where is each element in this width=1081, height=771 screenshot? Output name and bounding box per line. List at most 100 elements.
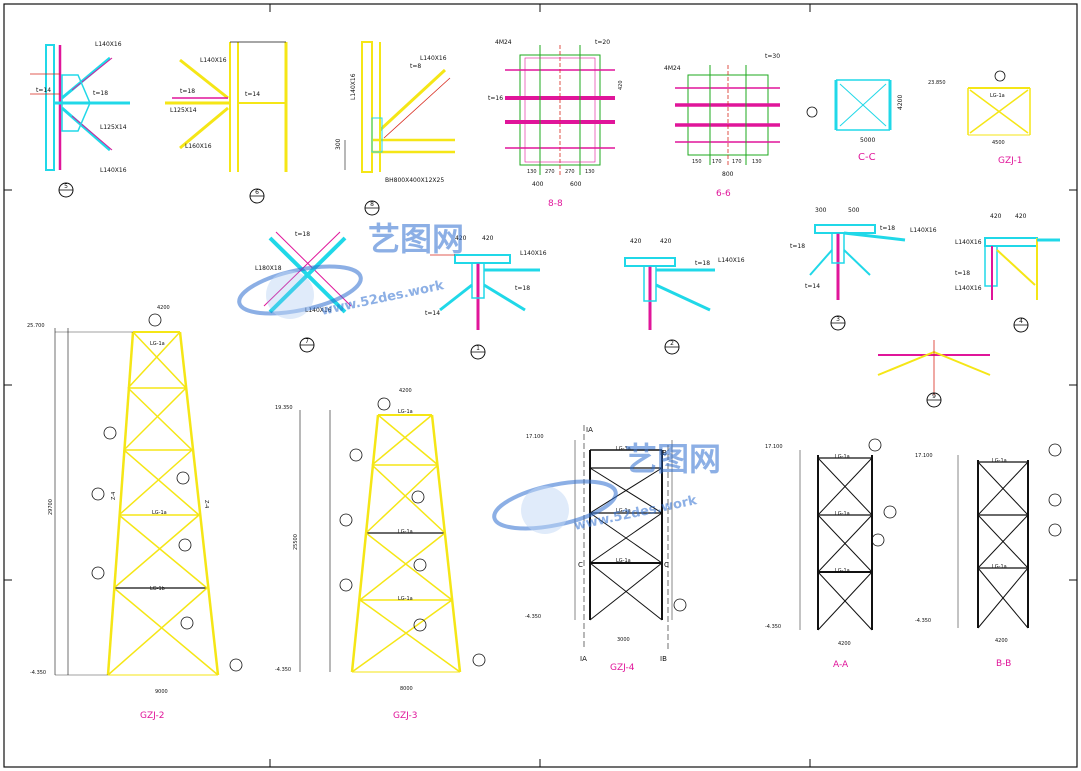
detail-6: L140X16 L125X14 L160X16 t=18 t=14 6 [165, 41, 288, 204]
a-a-member-mid: LG-1a [835, 511, 850, 517]
section-8-8-title: 8-8 [548, 199, 563, 209]
gzj-3-member-2: LG-1a [398, 529, 413, 535]
detail-1-l140: L140X16 [520, 250, 547, 257]
b-b-elevation-bottom: -4.350 [915, 618, 931, 624]
section-6-6-d150: 150 [692, 159, 702, 165]
detail-2-l140: L140X16 [718, 257, 745, 264]
sheet-frame [3, 3, 1078, 768]
detail-1-number: 1 [476, 345, 480, 352]
section-8-8-d600: 600 [570, 181, 582, 188]
gzj-3-member-1: LG-1a [398, 409, 413, 415]
detail-3-t14: t=14 [805, 283, 820, 290]
section-8-8: 4M24 t=20 130 270 270 130 400 600 t=16 4… [488, 39, 624, 209]
detail-7-l180: L180X18 [255, 265, 282, 272]
detail-2-d420b: 420 [660, 238, 672, 245]
detail-5-label-t18: t=18 [93, 90, 108, 97]
a-a-member-low: LG-1a [835, 568, 850, 574]
detail-3: 300 500 L140X16 t=18 t=18 t=14 3 [790, 207, 937, 331]
section-c-c-d4200: 4200 [897, 95, 904, 110]
detail-5: L140X16 L125X14 L140X16 t=14 t=18 5 [30, 41, 130, 198]
detail-4: 420 420 L140X16 t=18 L140X16 4 [955, 213, 1060, 333]
gzj-3-bottom-width: 8000 [400, 686, 413, 692]
gzj-2-col-right: Z-4 [203, 500, 209, 508]
gzj-1-d4500: 4500 [992, 140, 1005, 146]
section-6-6-title: 6-6 [716, 189, 731, 199]
gzj-1-member: LG-1a [990, 93, 1005, 99]
gzj-2-member-3: LG-1b [150, 586, 165, 592]
gzj-1-title: GZJ-1 [998, 156, 1022, 166]
section-6-6-bolts: 4M24 [664, 65, 681, 72]
section-6-6-t: t=30 [765, 53, 780, 60]
detail-9: 9 [877, 340, 991, 408]
section-8-8-d270: 270 [545, 169, 555, 175]
section-8-8-d130: 130 [527, 169, 537, 175]
detail-1-d420b: 420 [482, 235, 494, 242]
detail-3-t18: t=18 [880, 225, 895, 232]
detail-8-label-l140b: L140X16 [420, 55, 447, 62]
gzj-4-cut-c-right: C [664, 561, 669, 569]
gzj-3-total-height: 25500 [293, 534, 299, 550]
b-b-elevation-top: 17.100 [915, 453, 933, 459]
section-6-6-d800: 800 [722, 171, 734, 178]
detail-1: 420 420 L140X16 t=18 t=14 1 [425, 235, 547, 360]
detail-6-label-l140: L140X16 [200, 57, 227, 64]
detail-1-d420: 420 [455, 235, 467, 242]
detail-6-label-l125: L125X14 [170, 107, 197, 114]
detail-3-d300: 300 [815, 207, 827, 214]
detail-3-d500: 500 [848, 207, 860, 214]
gzj-4-member-top: LG-3a [616, 446, 631, 452]
section-6-6-d130: 130 [752, 159, 762, 165]
gzj-4-axis-b-bottom: IB [660, 655, 667, 663]
detail-1-t14: t=14 [425, 310, 440, 317]
gzj-2-elevation-bottom: -4.350 [30, 670, 46, 676]
detail-3-t18b: t=18 [790, 243, 805, 250]
section-6-6-d170: 170 [712, 159, 722, 165]
detail-9-number: 9 [932, 393, 936, 400]
gzj-3-title: GZJ-3 [393, 711, 417, 721]
gzj-4-axis-a-bottom: IA [580, 655, 587, 663]
detail-3-l140: L140X16 [910, 227, 937, 234]
section-a-a: 17.100 -4.350 LG-1a LG-1a LG-1a 4200 A-A [765, 438, 897, 670]
detail-2-d420: 420 [630, 238, 642, 245]
detail-5-number: 5 [64, 183, 68, 190]
b-b-width: 4200 [995, 638, 1008, 644]
gzj-2-member-2: LG-1a [152, 510, 167, 516]
detail-7-t18: t=18 [295, 231, 310, 238]
watermark-1-brand: 艺图网 [368, 220, 464, 258]
detail-7-number: 7 [305, 338, 309, 345]
gzj-4-cut-c-left: C [578, 561, 583, 569]
section-8-8-d130b: 130 [585, 169, 595, 175]
detail-6-label-t14: t=14 [245, 91, 260, 98]
gzj-3-member-3: LG-1a [398, 596, 413, 602]
detail-4-l140b: L140X16 [955, 285, 982, 292]
a-a-width: 4200 [838, 641, 851, 647]
detail-6-number: 6 [255, 189, 259, 196]
section-8-8-d470: 420 [618, 80, 624, 90]
gzj-2-elevation-top: 25.700 [27, 323, 45, 329]
detail-4-t18: t=18 [955, 270, 970, 277]
detail-8-label-bh: BH800X400X12X25 [385, 177, 444, 184]
detail-8-number: 8 [370, 201, 374, 208]
detail-1-t18: t=18 [515, 285, 530, 292]
section-6-6: 4M24 t=30 150 170 170 130 800 6-6 [664, 53, 780, 199]
gzj-4-axis-b-top: IB [660, 449, 667, 457]
detail-4-number: 4 [1019, 318, 1023, 325]
detail-5-label-t14: t=14 [36, 87, 51, 94]
section-8-8-d270b: 270 [565, 169, 575, 175]
detail-2: 420 420 L140X16 t=18 2 [624, 238, 745, 355]
detail-8: 300 L140X16 L140X16 t=8 BH800X400X12X25 … [335, 41, 455, 216]
detail-6-label-l160: L160X16 [185, 143, 212, 150]
section-8-8-d400: 400 [532, 181, 544, 188]
gzj-4-member-low: LG-1a [616, 558, 631, 564]
detail-4-d420: 420 [990, 213, 1002, 220]
gzj-1-elevation: 23.850 [928, 80, 946, 86]
gzj-2-col-left: Z-4 [111, 492, 117, 500]
gzj-2-total-height: 29700 [48, 499, 54, 515]
section-c-c: 5000 4200 C-C [806, 79, 904, 163]
section-8-8-bolts: 4M24 [495, 39, 512, 46]
gzj-3: 19.350 -4.350 25500 4200 8000 LG-1a LG-1… [275, 388, 486, 721]
detail-5-label-l140b: L140X16 [100, 167, 127, 174]
gzj-2-bottom-width: 9000 [155, 689, 168, 695]
gzj-4-title: GZJ-4 [610, 663, 635, 673]
